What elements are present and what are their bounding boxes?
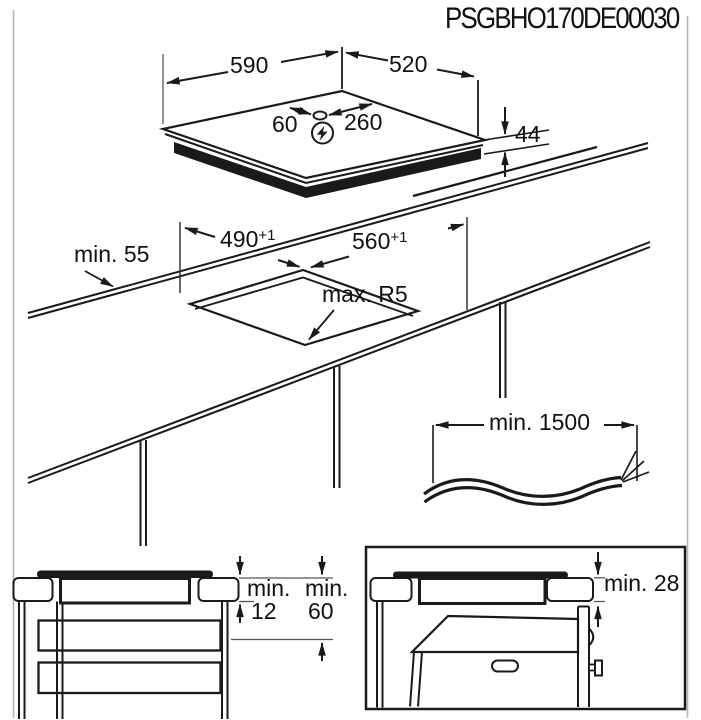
oven-hinge-bump [588, 627, 595, 647]
cable-outline [423, 483, 623, 506]
dim-560-line [310, 255, 350, 269]
hob-glass-section [393, 571, 568, 579]
hob-top-view [158, 47, 598, 198]
worktop-cutout-view [27, 142, 651, 546]
cable-outline [423, 475, 622, 498]
dim-590-line [280, 50, 339, 63]
oven-knob [594, 659, 603, 677]
min-12-value: 12 [251, 598, 277, 624]
worktop-section-right [197, 577, 240, 602]
detail-frame [364, 545, 687, 711]
drawer-front-upper [37, 619, 222, 652]
electrical-connection-icon [311, 121, 334, 145]
min-1500-label: min. 1500 [489, 409, 591, 435]
min-60-prefix: min. [305, 575, 349, 601]
dim-490-line [277, 259, 301, 268]
dim-490-label: 490+1 [220, 228, 275, 251]
min-60-value: 60 [308, 598, 334, 624]
cable-wire-strand [622, 471, 650, 483]
worktop-section-right [546, 577, 594, 602]
dim-490-value: 490 [220, 226, 259, 252]
mains-cable-view [423, 421, 650, 506]
drawer-front-lower [37, 661, 222, 695]
hob-body-base [174, 142, 481, 198]
dim-560-label: 560+1 [352, 230, 407, 253]
worktop-front-edge [27, 246, 651, 484]
cable-wire-strand [621, 460, 645, 482]
dim-520-line [345, 51, 389, 62]
dim-560-value: 560 [352, 228, 391, 254]
dim-490-tolerance: +1 [258, 227, 276, 244]
dim-60-line [289, 106, 312, 116]
min-55-label: min. 55 [74, 241, 150, 267]
min-55-leader [84, 270, 114, 288]
dim-60-label: 60 [272, 111, 298, 137]
min-28-label: min. 28 [604, 570, 680, 596]
worktop-section-left [12, 577, 54, 602]
page-borders [12, 10, 689, 718]
cutout-opening [186, 268, 422, 347]
dim-520-label: 520 [389, 51, 428, 77]
dim-560-line [447, 223, 465, 232]
cable-wire-strand [620, 450, 637, 481]
max-r5-label: max. R5 [322, 281, 408, 307]
oven-handle [491, 659, 519, 673]
hob-glass-edge [164, 133, 484, 185]
height-ref-line [483, 143, 550, 155]
oven-top [409, 614, 580, 654]
dim-590-line [166, 71, 229, 85]
worktop-back-edge [27, 142, 649, 314]
drawer-section-view [12, 556, 333, 719]
worktop-section-left [369, 577, 413, 602]
dim-44-label: 44 [515, 121, 541, 147]
height-ref-line [483, 129, 550, 141]
hob-glass-section [37, 570, 213, 578]
dim-520-line [436, 68, 475, 78]
max-r5-leader [308, 309, 335, 341]
dim-560-tolerance: +1 [390, 229, 408, 246]
document-code: PSGBHO170DE00030 [445, 2, 680, 35]
dim-260-label: 260 [344, 109, 383, 135]
min-12-prefix: min. [247, 575, 291, 601]
cable-entry-hole [312, 110, 328, 121]
dim-260-line [328, 103, 373, 116]
dim-590-label: 590 [230, 52, 269, 78]
oven-side [409, 651, 415, 707]
dim-490-line [184, 226, 216, 238]
oven-section-view [364, 545, 687, 711]
lightning-bolt-icon [316, 125, 328, 141]
worktop-front-edge [27, 241, 651, 479]
hob-body-section [418, 577, 547, 605]
worktop-back-edge [27, 147, 649, 319]
cutout-inner-wall [194, 276, 414, 317]
counter-ref-line [412, 145, 598, 198]
hob-body-section [59, 577, 191, 605]
oven-side [417, 651, 423, 707]
